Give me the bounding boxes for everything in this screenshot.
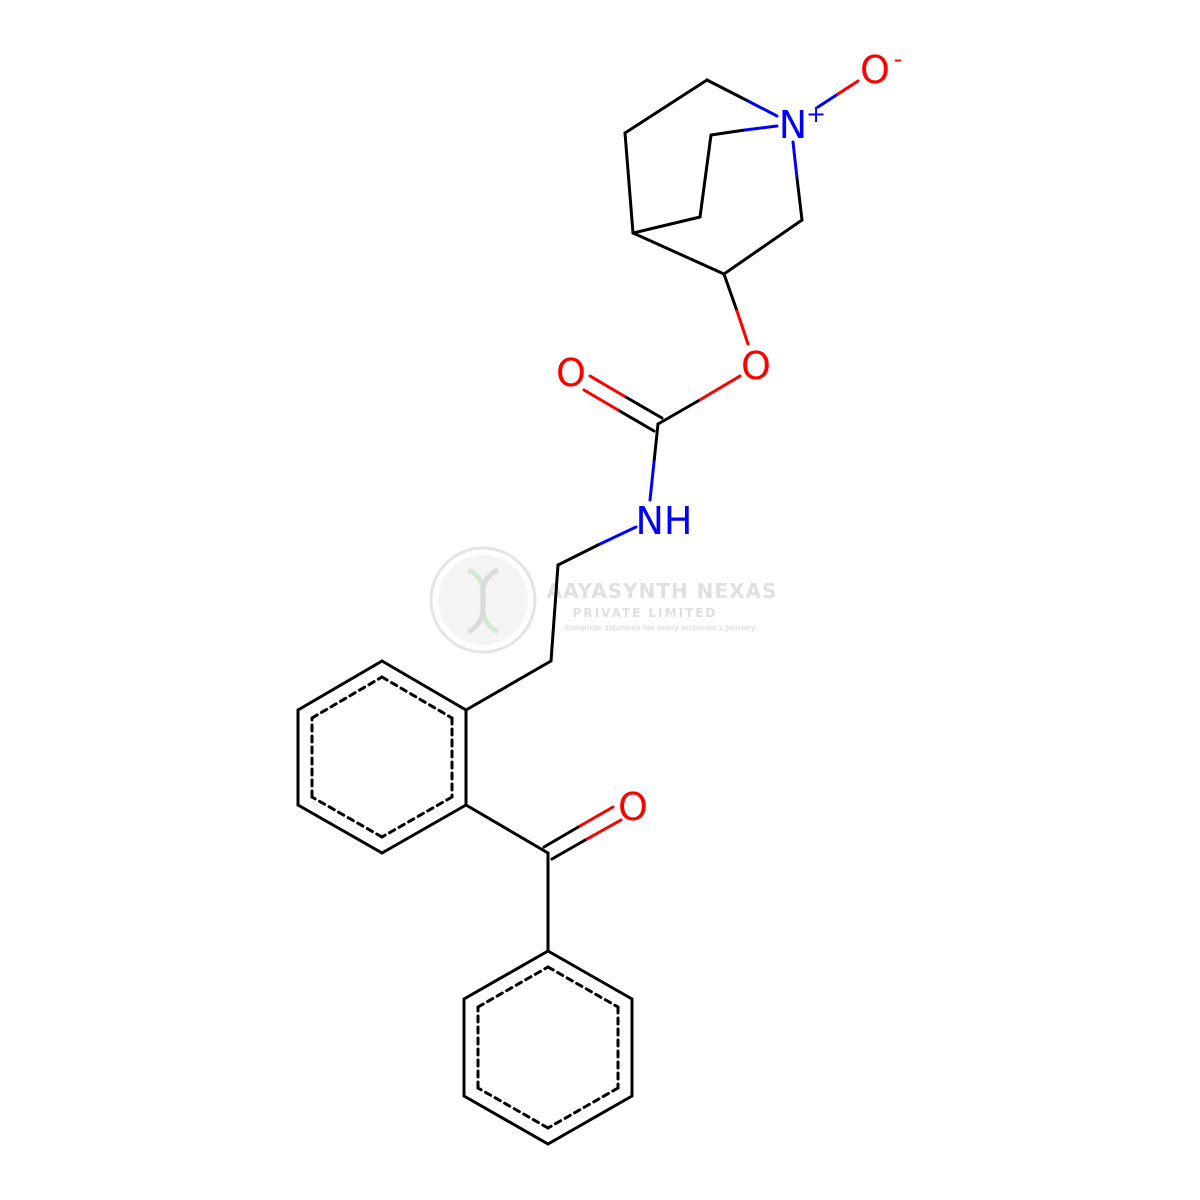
- aromatic-bond: [380, 795, 454, 839]
- bond-c-c: [623, 131, 635, 235]
- ketone-group: [464, 803, 623, 953]
- bond-o-c-half: [656, 399, 700, 426]
- bond-c-n-half: [705, 78, 750, 103]
- atom-carbonyl-o: O: [556, 351, 586, 395]
- watermark-logo-ring: [429, 546, 537, 654]
- watermark: AAYASYNTH NEXAS PRIVATE LIMITED Complete…: [429, 546, 778, 654]
- ring-bond: [546, 1094, 634, 1146]
- bond-n-o-half: [836, 79, 860, 96]
- bond-n-c-half: [556, 543, 600, 567]
- bond-c-o-double-half: [616, 408, 656, 433]
- aromatic-bond: [310, 675, 384, 720]
- watermark-company: AAYASYNTH NEXAS: [547, 579, 778, 603]
- benzene-ring-lower: [462, 949, 634, 1146]
- bond-c-o-half: [735, 309, 750, 346]
- ring-bond: [462, 949, 550, 1001]
- bond-c-c: [722, 218, 804, 276]
- bond-c-o-double-half: [622, 394, 664, 420]
- bond-n-c-half: [791, 140, 799, 180]
- aromatic-bond: [546, 1086, 620, 1130]
- ring-bond: [380, 803, 468, 855]
- atom-n-charge: +: [806, 100, 826, 128]
- atom-o-charge: -: [894, 45, 903, 73]
- quinuclidine-cage: [623, 78, 860, 276]
- bond-c-c: [464, 659, 553, 712]
- atom-o-oxide: O: [860, 48, 890, 92]
- bond-c-o-double-half: [582, 388, 620, 412]
- atom-ester-o: O: [741, 344, 771, 388]
- watermark-subtitle: PRIVATE LIMITED: [573, 606, 718, 620]
- bond-c-c: [631, 231, 726, 276]
- atom-ketone-o: O: [618, 785, 648, 829]
- carbamate-linker: [464, 272, 750, 712]
- atom-nh: NH: [636, 499, 693, 543]
- bond-c-c: [698, 133, 713, 219]
- ring-bond: [380, 659, 468, 712]
- bond-n-o-half: [816, 92, 840, 109]
- watermark-tagline: Complete solutions for every molecule's …: [565, 624, 756, 632]
- atom-n-oxide: N: [779, 103, 807, 147]
- bond-c-n-half: [652, 422, 660, 464]
- bond-c-n-half: [709, 128, 747, 137]
- aromatic-bond: [310, 795, 384, 839]
- aromatic-bond: [546, 965, 620, 1009]
- bond-c-c: [464, 803, 550, 855]
- bond-n-c-half: [596, 525, 638, 547]
- bond-c-c: [549, 563, 560, 663]
- ring-bond: [546, 949, 634, 1001]
- ring-bond: [296, 803, 384, 855]
- bond-n-c-half: [795, 176, 804, 222]
- bond-c-o-double-half: [578, 805, 615, 828]
- dna-logo-strand-icon: [466, 567, 500, 635]
- benzene-ring-upper: [296, 659, 468, 855]
- ring-bond: [296, 659, 384, 712]
- atom-labels: N + O - O O NH O: [556, 45, 902, 829]
- bond-c-c: [623, 78, 709, 135]
- bond-c-n-half: [746, 99, 779, 118]
- bond-c-o-half: [722, 272, 739, 313]
- bond-c-n-half: [648, 460, 656, 502]
- bond-o-c-half: [696, 374, 742, 403]
- bond-c-n-half: [743, 124, 779, 132]
- bond-c-o-double-half: [550, 837, 589, 861]
- aromatic-bond: [380, 675, 454, 720]
- bond-c-o-double-half: [585, 818, 623, 841]
- bond-c-o-double-half: [588, 374, 626, 398]
- bond-c-o-double-half: [542, 824, 582, 849]
- ring-bond: [462, 1094, 550, 1146]
- aromatic-bond: [476, 965, 550, 1009]
- aromatic-bond: [476, 1086, 550, 1130]
- bond-c-c: [631, 215, 702, 235]
